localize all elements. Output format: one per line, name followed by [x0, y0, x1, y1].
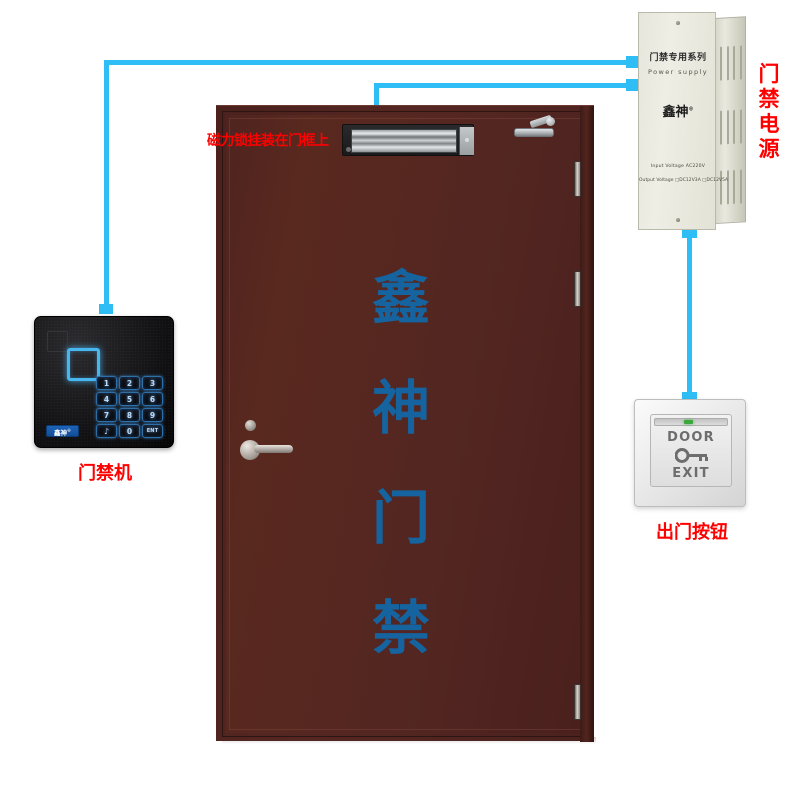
registered-mark-icon: ®	[688, 106, 694, 113]
vent-slot	[720, 110, 722, 145]
power-supply-screw-top	[676, 21, 680, 25]
exit-button-text-exit: EXIT	[672, 466, 710, 481]
power-supply-front-face: 门禁专用系列 Power supply 鑫神® Input Voltage AC…	[638, 12, 729, 230]
keypad-key-4[interactable]: 4	[96, 392, 117, 406]
maglock-screw	[346, 147, 351, 152]
door-brand-characters: 鑫 神 门 禁	[366, 243, 436, 683]
keypad-key-6[interactable]: 6	[142, 392, 163, 406]
wire-connector-tab	[99, 304, 113, 314]
door-exit-button[interactable]: DOOR EXIT	[634, 399, 746, 507]
reader-label: 门禁机	[78, 463, 132, 484]
door-handle	[238, 420, 294, 465]
door-panel	[226, 115, 584, 733]
exit-button-status-led	[684, 420, 693, 424]
door-char-2: 神	[371, 374, 430, 442]
reader-corner-marker	[47, 331, 68, 352]
wire-connector-tab	[626, 56, 638, 68]
exit-button-label: 出门按钮	[656, 522, 728, 543]
wire-segment-vertical	[104, 60, 109, 310]
keypad-key-doorbell-icon[interactable]: ♪	[96, 424, 117, 438]
wire-connector-tab	[626, 79, 638, 91]
door-char-1: 鑫	[371, 264, 430, 332]
vent-slot	[726, 46, 729, 81]
wire-segment-horizontal	[374, 83, 636, 88]
ps-label-char-1: 门	[758, 62, 780, 86]
vent-slot	[733, 109, 736, 144]
power-supply-unit: 门禁专用系列 Power supply 鑫神® Input Voltage AC…	[638, 12, 746, 230]
keypad-key-0[interactable]: 0	[119, 424, 140, 438]
power-supply-input-spec: Input Voltage AC220V	[650, 164, 706, 169]
door-closer	[510, 114, 558, 141]
keypad-key-7[interactable]: 7	[96, 408, 117, 422]
reader-brand-text: 鑫神	[54, 429, 67, 438]
vent-slot	[720, 170, 722, 205]
keypad-key-enter[interactable]: ENT	[142, 424, 163, 438]
door-right-edge	[580, 106, 594, 742]
vent-slot	[739, 169, 742, 204]
vent-slot	[739, 45, 742, 80]
maglock-annotation: 磁力锁挂装在门框上	[207, 133, 329, 149]
reader-brand-badge: 鑫神®	[46, 425, 79, 437]
vent-slot	[726, 110, 729, 145]
hinge-top	[574, 161, 581, 197]
handle-lever	[254, 445, 293, 453]
ps-label-char-4: 源	[758, 137, 780, 161]
reader-keypad[interactable]: 1 2 3 4 5 6 7 8 9 ♪ 0 ENT	[96, 376, 163, 438]
power-supply-brand: 鑫神®	[639, 101, 717, 120]
exit-button-text-door: DOOR	[667, 430, 715, 445]
key-icon	[674, 448, 709, 463]
door-frame	[216, 105, 594, 742]
keypad-key-1[interactable]: 1	[96, 376, 117, 390]
wire-connector-tab	[682, 228, 697, 238]
hinge-bottom	[574, 684, 581, 720]
door-closer-pivot	[546, 117, 555, 126]
maglock-armature-plate	[351, 129, 457, 153]
wire-segment-vertical	[374, 83, 379, 125]
ps-label-char-2: 禁	[758, 87, 780, 111]
power-supply-side-vents	[715, 16, 746, 224]
ps-label-char-3: 电	[758, 112, 780, 136]
keypad-key-5[interactable]: 5	[119, 392, 140, 406]
power-supply-subtitle: Power supply	[648, 68, 708, 76]
magnetic-lock	[342, 124, 474, 156]
wire-connector-tab	[682, 392, 697, 402]
wire-segment-horizontal	[104, 60, 636, 65]
door-keyhole	[245, 420, 256, 431]
door-assembly	[216, 105, 594, 742]
vent-slot	[726, 170, 729, 205]
vent-group-middle	[720, 109, 742, 145]
door-char-4: 禁	[371, 594, 430, 662]
vent-slot	[739, 109, 742, 144]
door-closer-body	[514, 128, 554, 137]
vent-slot	[733, 169, 736, 204]
maglock-status-led	[465, 138, 469, 142]
power-supply-title: 门禁专用系列	[649, 53, 707, 63]
power-supply-screw-bottom	[676, 218, 680, 222]
power-supply-brand-text: 鑫神	[662, 105, 689, 120]
power-supply-output-spec: Output Voltage □DC12V3A □DC12V5A	[639, 178, 729, 183]
vent-group-bottom	[720, 169, 742, 205]
keypad-key-2[interactable]: 2	[119, 376, 140, 390]
access-control-reader[interactable]: 1 2 3 4 5 6 7 8 9 ♪ 0 ENT 鑫神®	[34, 316, 174, 448]
keypad-key-9[interactable]: 9	[142, 408, 163, 422]
vent-group-top	[720, 45, 742, 81]
keypad-key-8[interactable]: 8	[119, 408, 140, 422]
vent-slot	[733, 45, 736, 80]
rfid-card-zone[interactable]	[67, 348, 100, 381]
door-char-3: 门	[371, 484, 430, 552]
power-supply-label: 门 禁 电 源	[752, 62, 786, 162]
hinge-middle	[574, 271, 581, 307]
wire-segment-vertical	[687, 228, 692, 402]
keypad-key-3[interactable]: 3	[142, 376, 163, 390]
vent-slot	[720, 46, 722, 81]
exit-button-plate[interactable]: DOOR EXIT	[650, 414, 732, 487]
registered-mark-icon: ®	[67, 428, 71, 433]
